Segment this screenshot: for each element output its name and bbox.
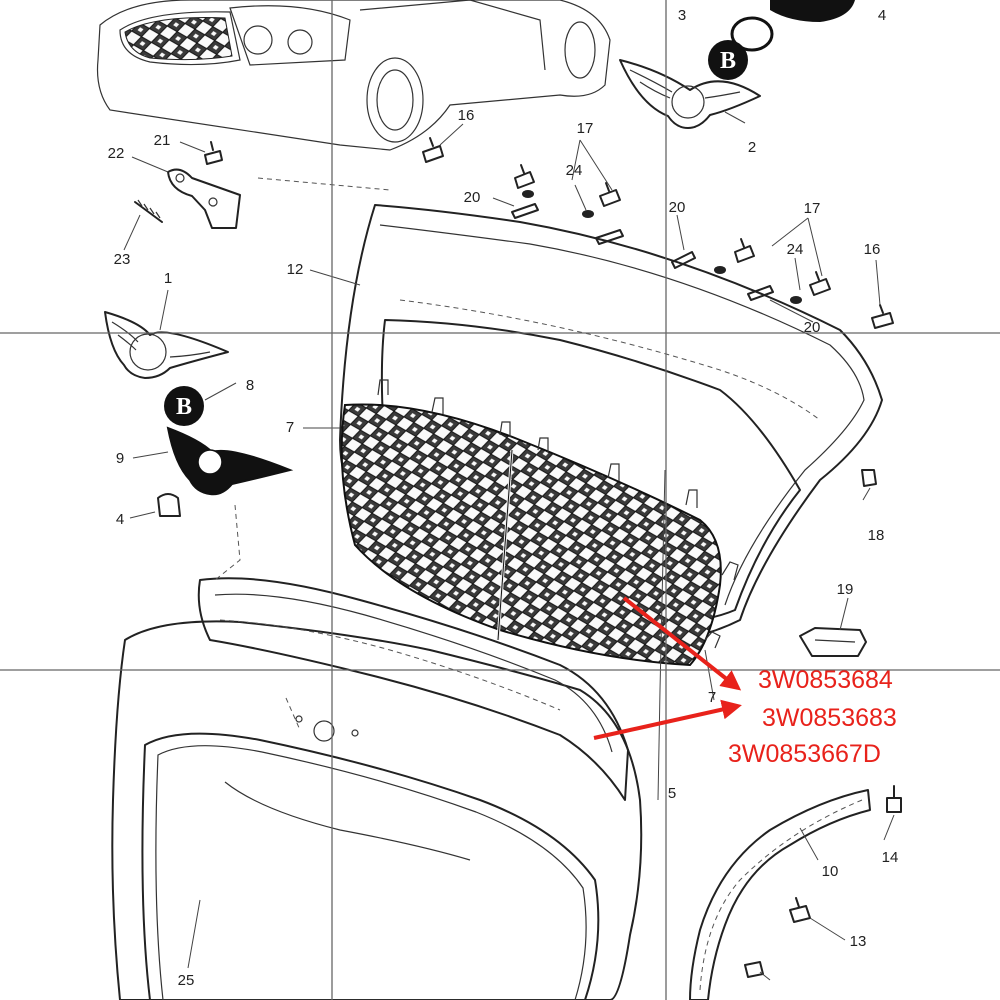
b-badge-upper: B	[708, 40, 748, 80]
latch-bracket	[799, 627, 867, 657]
svg-text:B: B	[176, 394, 192, 420]
callout-label: 14	[882, 849, 899, 866]
winged-badge-left	[104, 311, 229, 379]
o-ring	[730, 16, 774, 52]
car-outline	[96, 0, 611, 151]
callout-label: 23	[114, 251, 131, 268]
side-trim-strip	[689, 789, 871, 1000]
lower-bonnet-panel	[111, 620, 643, 1000]
screw-fasteners	[204, 137, 902, 978]
annotation-arrows	[593, 596, 742, 740]
callout-label: 4	[116, 511, 124, 528]
callout-label: 16	[864, 241, 881, 258]
winged-backing-plate	[166, 426, 294, 496]
callout-label: 20	[804, 319, 821, 336]
mounting-bracket	[167, 168, 241, 229]
svg-text:B: B	[720, 48, 736, 74]
callout-label: 18	[868, 527, 885, 544]
callout-label: 13	[850, 933, 867, 950]
callout-label: 16	[458, 107, 475, 124]
dashed-guides	[214, 177, 391, 731]
callout-label: 19	[837, 581, 854, 598]
callout-label: 24	[787, 241, 804, 258]
callout-label: 1	[164, 270, 172, 287]
mesh-mounting-tabs	[377, 379, 739, 649]
callout-label: 17	[577, 120, 594, 137]
callout-label: 25	[178, 972, 195, 989]
callout-label: 20	[464, 189, 481, 206]
callout-label: 7	[708, 689, 716, 706]
grille-seal-frame	[197, 577, 629, 801]
part-number-annotations: 3W0853684 3W0853683 3W0853667D	[728, 666, 897, 768]
callout-label: 8	[246, 377, 254, 394]
callout-label: 4	[878, 7, 886, 24]
callout-label: 20	[669, 199, 686, 216]
callout-label: 5	[668, 785, 676, 802]
part-number-lower-mesh: 3W0853683	[762, 704, 897, 732]
callout-label: 12	[287, 261, 304, 278]
black-cap	[770, 0, 855, 22]
winged-badge-upper	[619, 59, 761, 129]
callout-labels: 1 2 3 4 4 5 7 7 8 9 10 12 13 14 16 16 17…	[108, 7, 899, 989]
callout-label: 22	[108, 145, 125, 162]
callout-label: 24	[566, 162, 583, 179]
b-badge-left: B	[164, 386, 204, 426]
threaded-stud	[134, 199, 163, 223]
leader-lines	[123, 111, 895, 981]
callout-label: 10	[822, 863, 839, 880]
clip-fasteners	[157, 203, 877, 517]
callout-label: 3	[678, 7, 686, 24]
callout-label: 9	[116, 450, 124, 467]
callout-label: 7	[286, 419, 294, 436]
part-number-upper-mesh: 3W0853684	[758, 666, 893, 694]
washer-fasteners	[522, 190, 802, 304]
part-number-seal-frame: 3W0853667D	[728, 740, 881, 768]
car-grille-mesh	[124, 17, 233, 61]
callout-label: 2	[748, 139, 756, 156]
callout-label: 21	[154, 132, 171, 149]
callout-label: 17	[804, 200, 821, 217]
